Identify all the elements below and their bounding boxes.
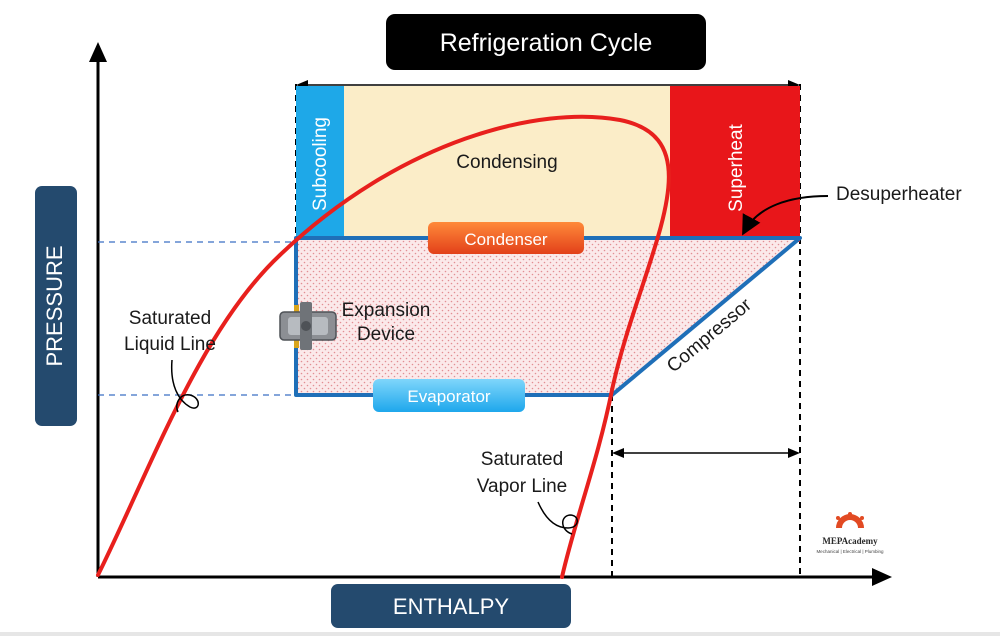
title-box: Refrigeration Cycle (386, 14, 706, 70)
enthalpy-label-box: ENTHALPY (331, 584, 571, 628)
vapor-line-label-line2: Vapor Line (477, 476, 568, 497)
title-text: Refrigeration Cycle (440, 29, 653, 57)
logo-name: MEPAcademy (822, 536, 878, 546)
liquid-line-label-line2: Liquid Line (124, 334, 216, 355)
pressure-label: PRESSURE (42, 245, 67, 366)
evaporator-label: Evaporator (407, 387, 490, 406)
condensing-label: Condensing (456, 152, 557, 173)
vapor-line-pointer (537, 501, 578, 535)
desuperheater-label: Desuperheater (836, 184, 962, 205)
liquid-line-pointer (170, 359, 199, 413)
logo-tagline: Mechanical | Electrical | Plumbing (816, 549, 884, 554)
superheat-label: Superheat (726, 123, 747, 211)
x-axis-arrowhead (872, 568, 892, 586)
superheat-region (670, 86, 800, 242)
expansion-label-line1: Expansion (342, 300, 431, 321)
evaporator-badge: Evaporator (373, 379, 525, 412)
subcooling-label: Subcooling (310, 117, 331, 211)
saturation-dome-curve (96, 114, 671, 579)
enthalpy-label: ENTHALPY (393, 594, 509, 619)
condenser-badge: Condenser (428, 222, 584, 254)
liquid-line-label-line1: Saturated (129, 308, 211, 329)
condensing-region (344, 86, 670, 242)
superheat-range-arrow (612, 448, 800, 458)
expansion-label-line2: Device (357, 324, 415, 345)
y-axis-arrowhead (89, 42, 107, 62)
subcooling-region (296, 86, 344, 242)
pressure-label-box: PRESSURE (35, 186, 77, 426)
desuperheater-arrow (742, 195, 829, 236)
vapor-line-label-line1: Saturated (481, 449, 563, 470)
mepacademy-logo: MEPAcademy Mechanical | Electrical | Plu… (816, 512, 884, 554)
axes (89, 42, 892, 586)
condenser-label: Condenser (464, 230, 548, 249)
expansion-valve-icon (279, 302, 337, 350)
bottom-rule (0, 632, 1000, 636)
